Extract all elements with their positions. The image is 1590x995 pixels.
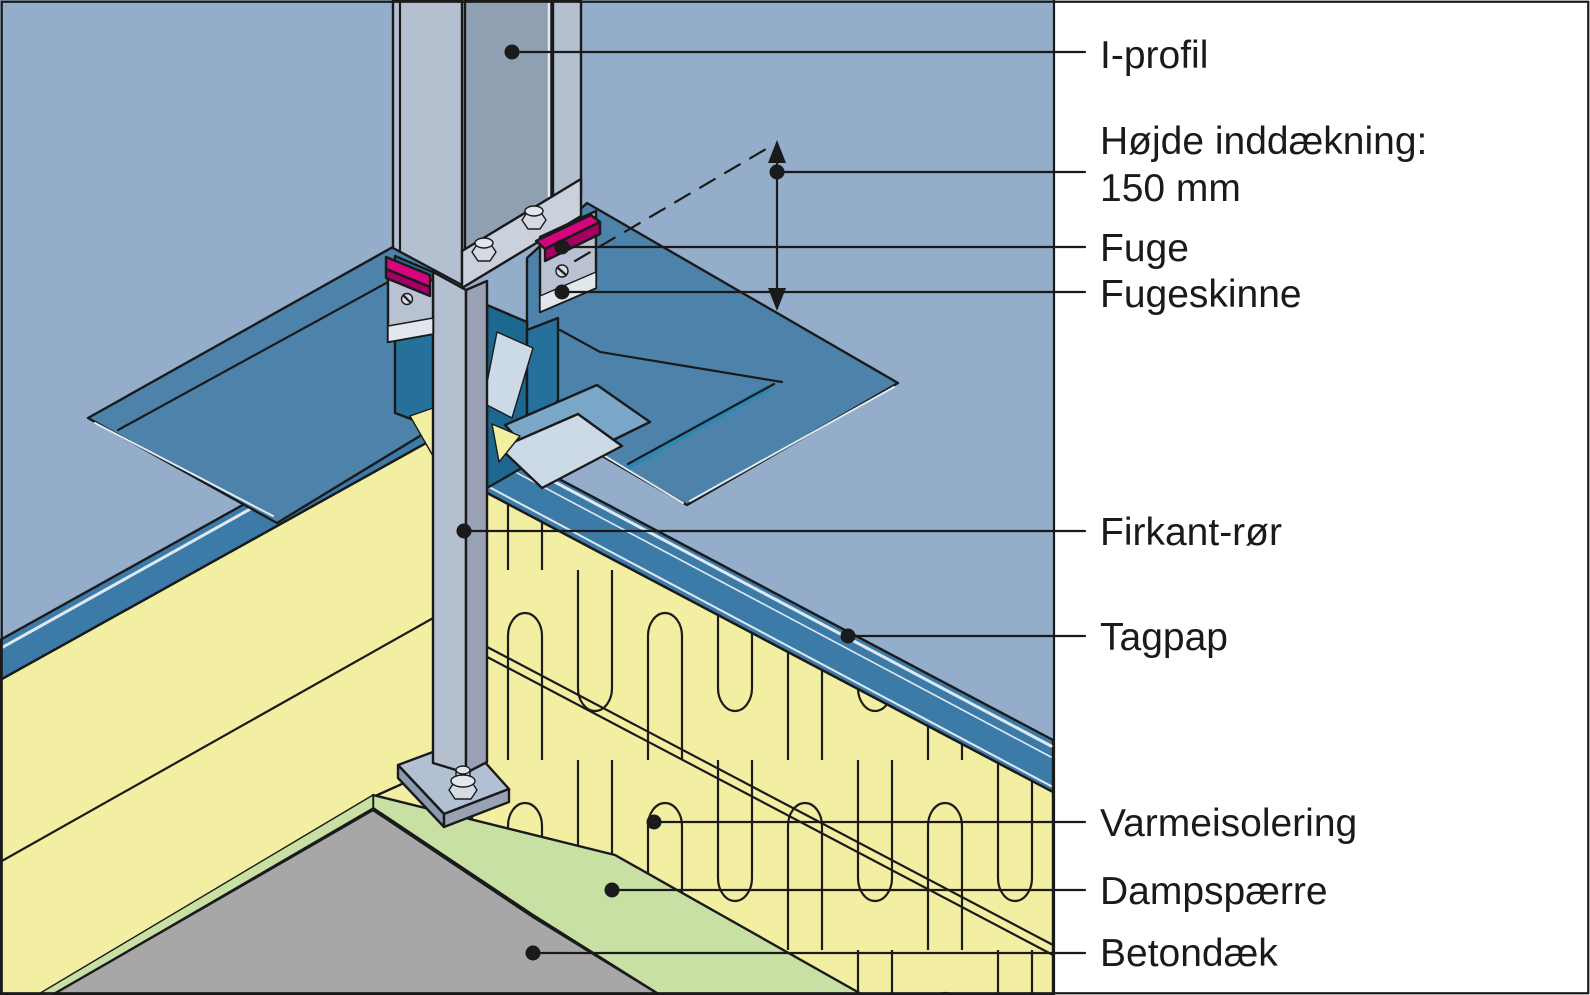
label-fugeskinne: Fugeskinne — [1100, 273, 1302, 316]
leader-dot-hojde — [769, 164, 785, 180]
leader-dot-i-profil — [504, 44, 520, 60]
anchor-bolt-cap — [450, 774, 476, 788]
vapor-barrier-edge-left — [36, 794, 374, 995]
leader-dot-tagpap — [840, 628, 856, 644]
label-betondaek: Betondæk — [1100, 932, 1278, 975]
square-tube-right-face — [464, 279, 489, 775]
i-profile-bolt-2 — [521, 205, 547, 230]
leader-dot-dampspaerre — [604, 882, 620, 898]
tagpap-band-right-bottom-highlight — [456, 469, 1052, 787]
insulation-right-joint-line-1 — [453, 628, 1055, 947]
leader-lines — [456, 44, 1087, 961]
leader-dot-fuge — [554, 239, 570, 255]
bolt-cap — [474, 237, 494, 249]
anchor-bolt-stem-top — [455, 765, 471, 775]
square-tube — [431, 270, 489, 775]
flashing-right-seam — [558, 328, 784, 384]
flashing-left-edge-highlight — [94, 422, 274, 517]
label-varmeisolering: Varmeisolering — [1100, 802, 1357, 845]
height-arrowhead-down — [768, 288, 786, 311]
labels: I-profil Højde inddækning: 150 mm Fuge F… — [1100, 34, 1427, 975]
label-i-profil: I-profil — [1100, 34, 1208, 77]
i-profile-flange-face — [391, 0, 464, 287]
leader-dot-betondaek — [525, 945, 541, 961]
flashing-left-seam — [116, 268, 412, 432]
height-arrowhead-up — [768, 140, 786, 163]
base-plate-side-right — [442, 787, 511, 829]
fuge-left-front — [384, 267, 432, 298]
i-profile-bolt-1 — [471, 237, 497, 262]
fugeskinne-left — [384, 255, 435, 344]
leader-dot-fugeskinne — [554, 284, 570, 300]
anchor-bolt — [448, 765, 478, 800]
tagpap-band-right-highlight-1 — [455, 428, 1053, 748]
fugeskinne-left-screw-slot — [402, 294, 412, 304]
flashing-corner-right — [409, 303, 652, 490]
insulation-peek-right — [491, 423, 521, 463]
label-dampspaerre: Dampspærre — [1100, 870, 1328, 913]
insulation-right-joint-line-2 — [453, 638, 1055, 957]
leader-dot-firkant-ror — [456, 523, 472, 539]
height-dashed-line — [573, 147, 768, 263]
label-hojde-line1: Højde inddækning: — [1100, 120, 1427, 163]
drawing-area — [0, 0, 1055, 995]
fugeskinne-left-flange — [387, 317, 434, 343]
flashing-right-edge-highlight-1 — [689, 386, 895, 502]
leader-dot-varmeisolering — [646, 814, 662, 830]
label-firkant-ror: Firkant-rør — [1100, 511, 1282, 554]
insulation-face-right — [371, 422, 1055, 995]
label-hojde-line2: 150 mm — [1100, 167, 1241, 210]
concrete-deck-face — [50, 808, 662, 995]
flashing-right-overlap-line — [626, 382, 776, 466]
insulation-left-joint-line — [0, 615, 437, 864]
flashing-corner-apron — [498, 412, 624, 490]
vapor-barrier — [36, 793, 865, 995]
label-tagpap: Tagpap — [1100, 616, 1228, 659]
i-profile-inner-flange — [551, 0, 583, 208]
label-fuge: Fuge — [1100, 227, 1189, 270]
bolt-cap — [524, 205, 544, 217]
fugeskinne-right-screw-slot — [556, 266, 568, 277]
i-profile-end-plate — [460, 177, 583, 290]
tagpap-band-right-highlight-2 — [456, 440, 1052, 758]
label-panel — [1054, 0, 1590, 995]
square-tube-left-face — [431, 270, 468, 775]
